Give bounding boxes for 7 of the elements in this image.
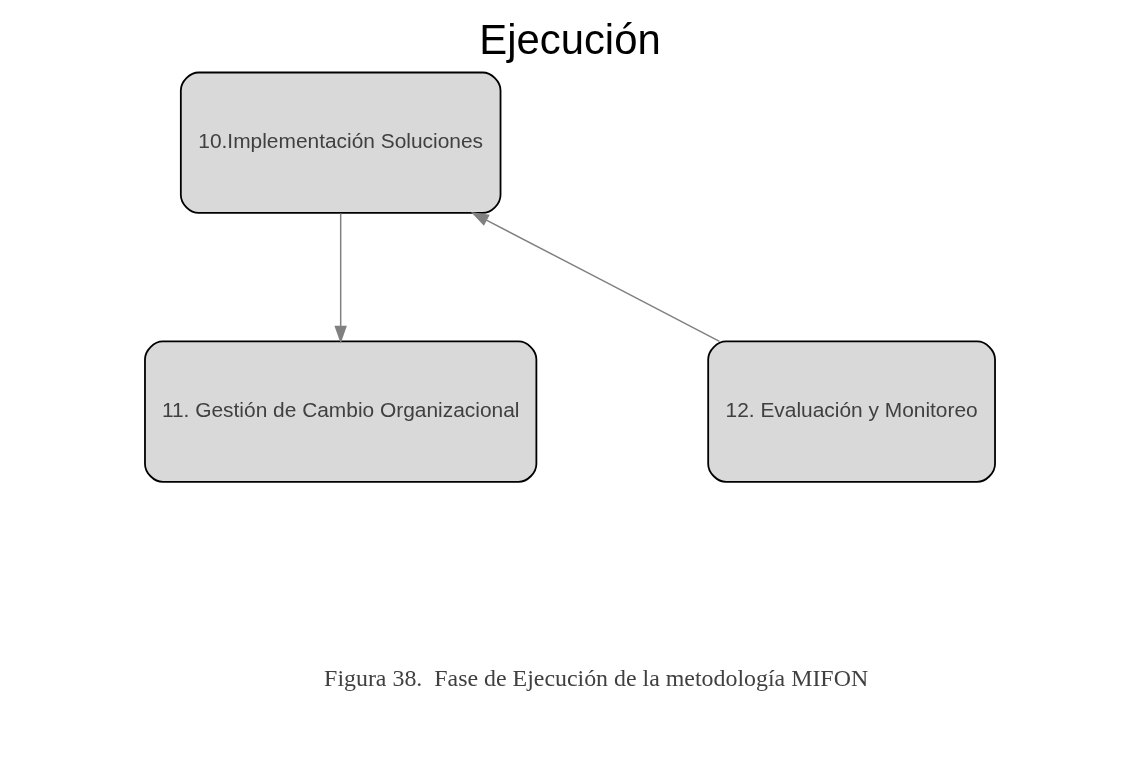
node-box: 10.Implementación Soluciones bbox=[179, 71, 501, 214]
arrow bbox=[470, 212, 720, 343]
node-box: 11. Gestión de Cambio Organizacional bbox=[143, 340, 537, 483]
node-box: 12. Evaluación y Monitoreo bbox=[706, 340, 996, 483]
caption: Figura 38. Fase de Ejecución de la metodología MIFON bbox=[323, 665, 868, 692]
diagram-title: Ejecución bbox=[478, 15, 661, 63]
arrow bbox=[333, 212, 347, 344]
